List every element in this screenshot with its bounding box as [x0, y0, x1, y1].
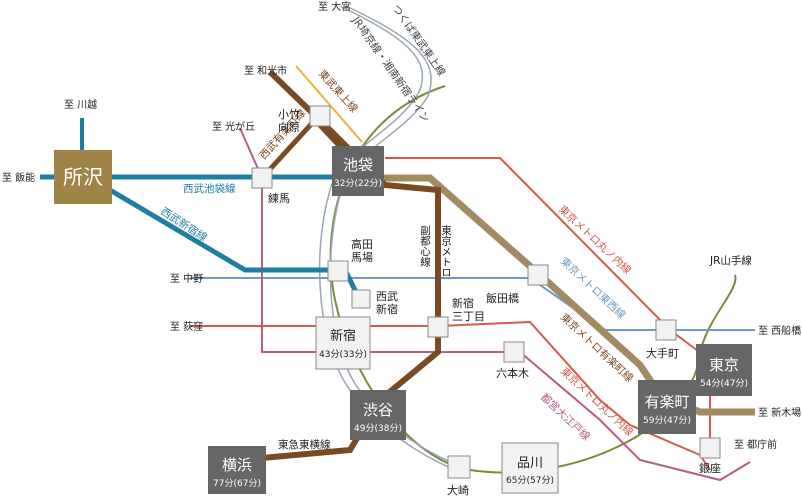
station-shibuya-time: 49分(38分)	[354, 423, 402, 434]
marunouchi-line-south	[190, 320, 711, 471]
station-takadanobaba-l1: 高田	[351, 237, 373, 251]
station-roppongi: 六本木	[496, 366, 529, 380]
station-kotakemukaihara-l1: 小竹	[278, 107, 300, 121]
tobu-tojo-line	[295, 65, 363, 143]
station-otemachi-box	[655, 319, 677, 341]
station-nerima: 練馬	[268, 191, 290, 205]
dest-nishifunabashi: 至 西船橋	[758, 324, 801, 337]
station-shinagawa-box	[501, 442, 559, 494]
station-nerima-box	[251, 167, 273, 189]
station-shinjuku-time: 43分(33分)	[319, 349, 367, 360]
station-takadanobaba-l2: 馬場	[351, 251, 373, 264]
station-takadanobaba-box	[327, 260, 349, 282]
seibu-ikebukuro-label: 西武池袋線	[183, 182, 236, 195]
station-yurakucho-name: 有楽町	[644, 393, 689, 411]
station-kotakemukaihara-box	[309, 105, 331, 127]
dest-shinkiba: 至 新木場	[758, 406, 801, 419]
station-tokorozawa-box	[54, 150, 112, 204]
yurakucho-line	[362, 174, 755, 416]
station-ikebukuro-name: 池袋	[343, 156, 373, 174]
station-iidabashi-box	[527, 264, 549, 286]
station-shinjukusanchome-l2: 三丁目	[452, 310, 485, 323]
station-shinjuku-box	[315, 316, 371, 370]
dest-hikarigaoka: 至 光が丘	[212, 120, 255, 133]
dest-omiya: 至 大宮	[318, 0, 351, 13]
station-shinagawa-time: 65分(57分)	[506, 475, 554, 486]
station-shibuya-box	[350, 390, 406, 440]
dest-hanno: 至 飯能	[2, 171, 35, 184]
station-ginza-box	[699, 437, 721, 459]
station-ikebukuro-box	[332, 146, 384, 196]
fukutoshin-label: 副都心線	[419, 225, 431, 267]
station-seibushinjuku-l2: 新宿	[376, 302, 398, 316]
station-tokyo-box	[696, 344, 752, 396]
oedo-line	[239, 127, 751, 482]
station-yokohama-name: 横浜	[222, 456, 252, 474]
fukutoshin-line	[239, 69, 441, 463]
seibu-shinjuku-line	[108, 187, 363, 302]
marunouchi-line-north	[385, 157, 711, 361]
yamanote-label: JR山手線	[709, 254, 752, 267]
station-yurakucho-time: 59分(47分)	[643, 415, 691, 426]
station-ikebukuro-time: 32分(22分)	[334, 178, 382, 189]
dest-ogikubo: 至 荻窪	[170, 320, 203, 333]
station-kotakemukaihara-l2: 向原	[278, 120, 300, 134]
toyoko-label: 東急東横線	[278, 438, 331, 451]
station-tokyo-name: 東京	[709, 356, 739, 374]
station-shinagawa-name: 品川	[517, 456, 543, 471]
dest-tochomae: 至 都庁前	[734, 438, 777, 451]
station-iidabashi: 飯田橋	[486, 291, 519, 305]
station-shibuya-name: 渋谷	[363, 401, 393, 419]
station-osaki: 大崎	[447, 483, 469, 497]
station-shinjukusanchome-l1: 新宿	[452, 296, 474, 310]
station-tokyo-time: 54分(47分)	[700, 378, 748, 389]
station-shinjukusanchome-box	[427, 316, 449, 338]
station-seibushinjuku-l1: 西武	[376, 290, 398, 303]
dest-nakano: 至 中野	[170, 272, 203, 285]
station-ginza: 銀座	[699, 461, 721, 475]
station-yurakucho-box	[638, 380, 696, 434]
tokyo-metro-label: 東京メトロ	[440, 224, 452, 277]
dest-wakoshi: 至 和光市	[244, 64, 287, 77]
dest-kawagoe: 至 川越	[64, 98, 97, 111]
station-yokohama-box	[208, 446, 266, 494]
station-otemachi: 大手町	[646, 346, 679, 360]
station-osaki-box	[447, 455, 471, 479]
station-roppongi-box	[503, 341, 525, 363]
station-seibushinjuku-box	[351, 289, 371, 309]
station-shinjuku-name: 新宿	[330, 328, 356, 344]
station-yokohama-time: 77分(67分)	[213, 478, 261, 489]
station-tokorozawa: 所沢	[63, 165, 103, 189]
tj-line-label: つくば東武東上線	[390, 2, 449, 79]
